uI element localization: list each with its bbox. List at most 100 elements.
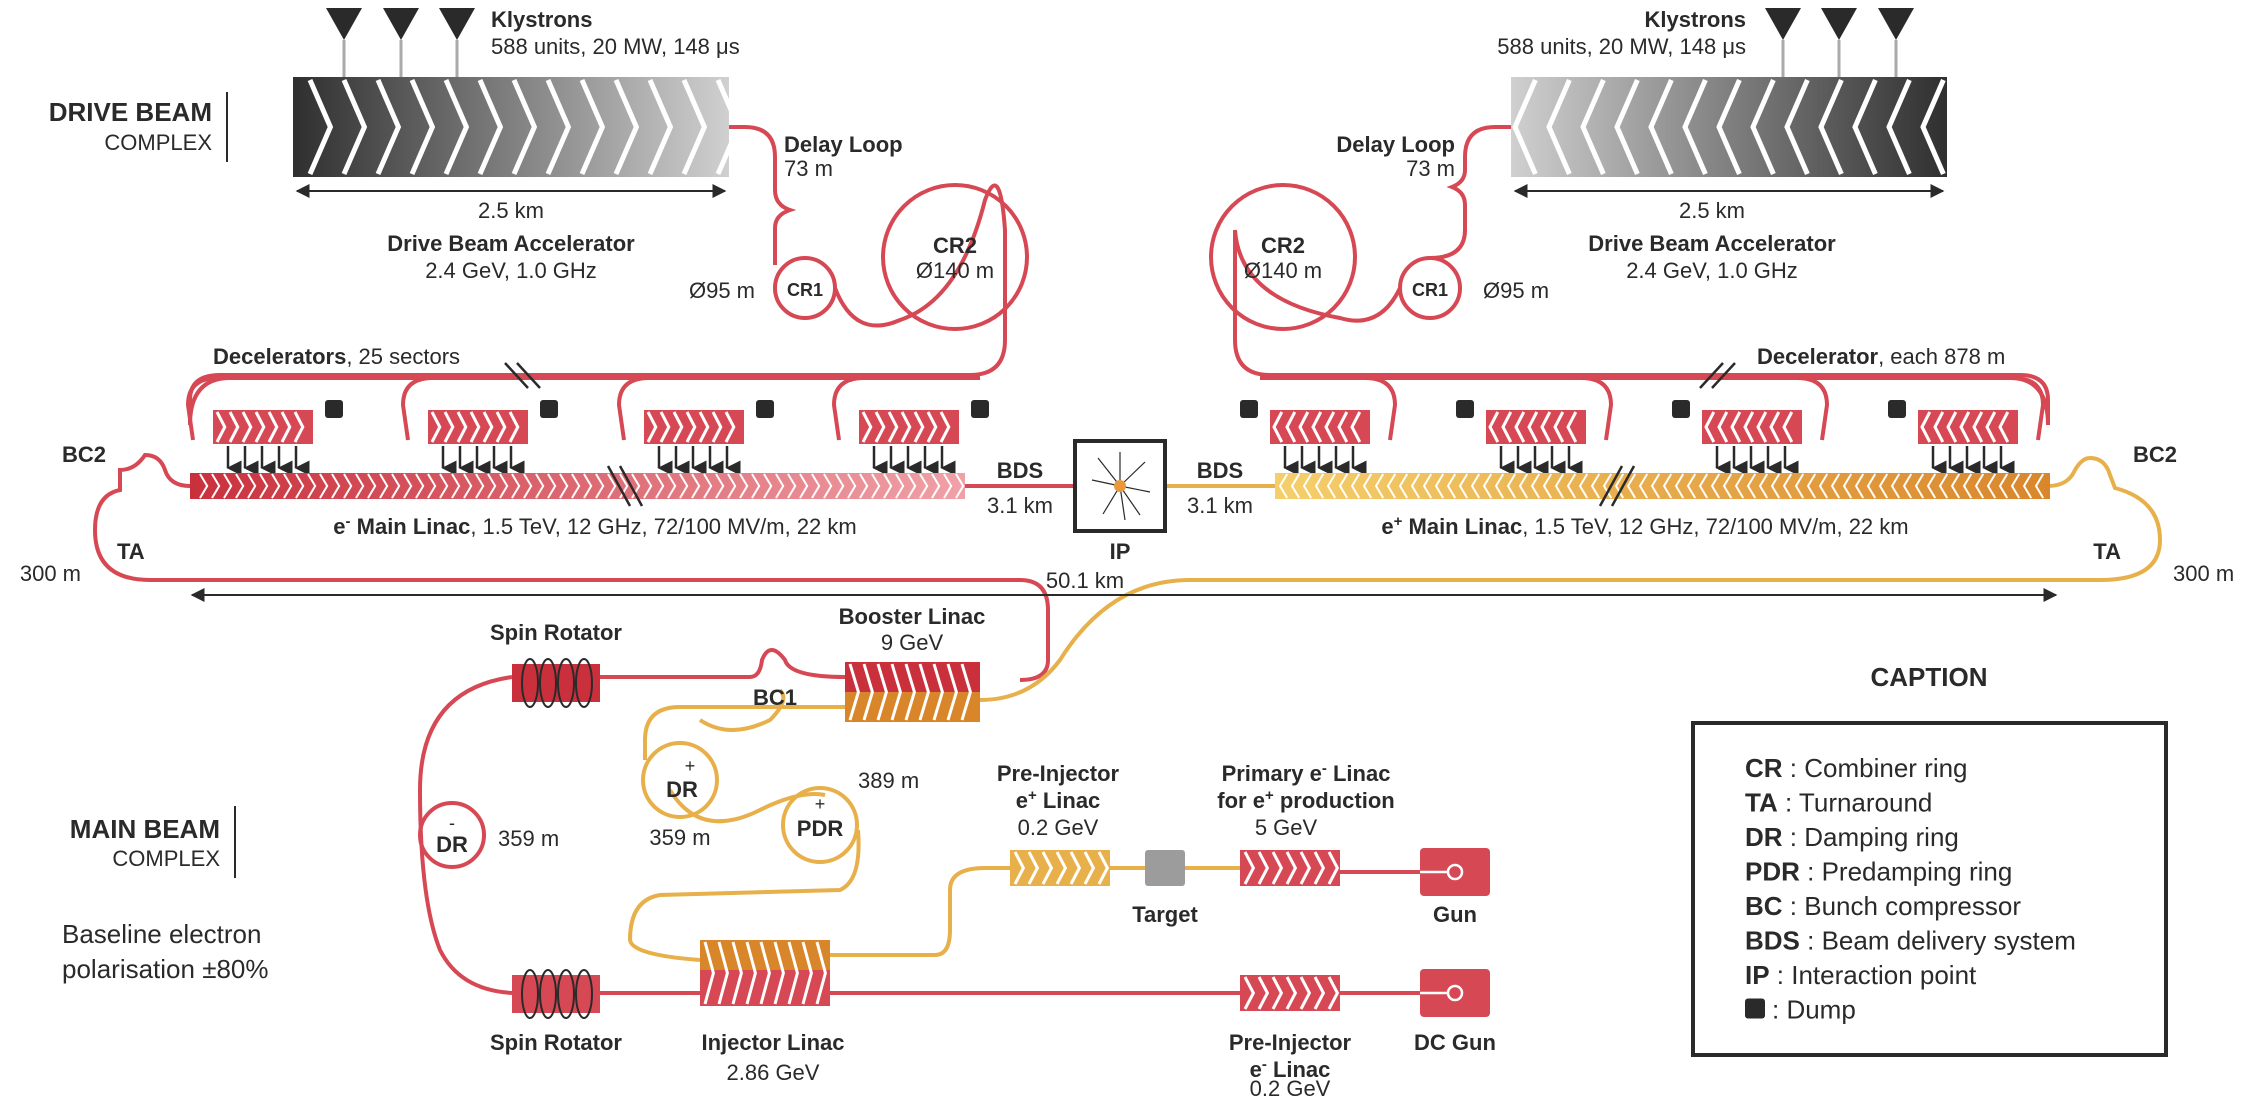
linac-chevron — [691, 473, 701, 499]
linac-chevron — [835, 473, 845, 499]
linac-chevron — [1097, 851, 1110, 885]
linac-chevron — [1938, 473, 1949, 499]
decelerator-unit — [1888, 376, 2046, 476]
linac-chevron — [223, 473, 233, 499]
decelerator-chevron — [1920, 411, 1932, 443]
bds-left-title: BDS — [997, 458, 1043, 483]
main-beam-section-subtitle: COMPLEX — [112, 846, 220, 871]
caption-abbr: PDR — [1745, 857, 1800, 887]
linac-chevron — [1302, 473, 1313, 499]
linac-chevron — [1422, 473, 1433, 499]
cr2-right-label: CR2 — [1261, 233, 1305, 258]
linac-chevron — [1794, 473, 1805, 499]
injector-linac-spec: 2.86 GeV — [727, 1060, 820, 1085]
linac-chevron — [1362, 473, 1373, 499]
decelerator-chevron — [646, 411, 658, 443]
decelerator-chevron — [887, 411, 899, 443]
klystron-icons-left — [326, 8, 475, 77]
drive-chevron — [307, 79, 334, 175]
pre-injector-positron-spec: 0.2 GeV — [1018, 815, 1099, 840]
linac-chevron — [703, 473, 713, 499]
linac-chevron — [247, 473, 257, 499]
linac-chevron — [1518, 473, 1529, 499]
decelerator-chevron — [1514, 411, 1526, 443]
linac-chevron — [1338, 473, 1349, 499]
drive-accelerator-body — [1511, 77, 1947, 177]
caption-item: CR : Combiner ring — [1745, 753, 1968, 783]
cr1-right-label: CR1 — [1412, 280, 1448, 300]
drive-beam-accelerator-right: Klystrons 588 units, 20 MW, 148 μs 2.5 k… — [1497, 7, 1947, 283]
decelerator-chevron — [1933, 411, 1945, 443]
linac-chevron — [2010, 473, 2021, 499]
decelerator-chevron — [1311, 411, 1323, 443]
dc-gun-label: DC Gun — [1414, 1030, 1496, 1055]
accelerator-left-title: Drive Beam Accelerator — [387, 231, 635, 256]
decelerator-chevron — [1985, 411, 1997, 443]
linac-chevron — [739, 473, 749, 499]
linac-chevron — [607, 473, 617, 499]
linac-chevron — [1313, 976, 1326, 1010]
linac-chevron — [918, 663, 930, 721]
decelerator-chevron — [913, 411, 925, 443]
drive-beam-section-title: DRIVE BEAM — [49, 97, 212, 127]
delay-loop-and-combiner-rings-left — [188, 125, 1029, 425]
drive-chevron — [1886, 79, 1912, 175]
dump-icon — [1240, 400, 1258, 418]
drive-chevron — [579, 79, 606, 175]
caption-abbr: CR — [1745, 753, 1783, 783]
decelerator-chevron — [430, 411, 442, 443]
accelerator-left-length: 2.5 km — [478, 198, 544, 223]
dump-icon — [540, 400, 558, 418]
cr1-right-diameter: Ø95 m — [1483, 278, 1549, 303]
drive-beam-transfer-right — [1233, 229, 2050, 425]
linac-chevron — [890, 663, 902, 721]
decelerator-chevron — [711, 411, 723, 443]
caption-text: : Beam delivery system — [1800, 926, 2076, 956]
linac-chevron — [1506, 473, 1517, 499]
linac-chevron — [499, 473, 509, 499]
cr2-right-diameter: Ø140 m — [1244, 258, 1322, 283]
klystrons-right-spec: 588 units, 20 MW, 148 μs — [1497, 34, 1746, 59]
drive-chevron — [545, 79, 572, 175]
decelerator-chevron — [215, 411, 227, 443]
decelerator-chevron — [241, 411, 253, 443]
decelerator-unit — [1240, 376, 1398, 476]
linac-chevron — [1027, 851, 1040, 885]
decelerator-chevron — [1946, 411, 1958, 443]
linac-chevron — [1314, 473, 1325, 499]
linac-chevron — [271, 473, 281, 499]
drive-chevron — [511, 79, 538, 175]
delay-loop-left-length: 73 m — [784, 156, 833, 181]
electron-dr-sup: - — [449, 813, 455, 833]
polarisation-line2: polarisation ±80% — [62, 954, 269, 984]
linac-chevron — [943, 473, 953, 499]
klystrons-right-title: Klystrons — [1645, 7, 1746, 32]
decelerator-chevron — [443, 411, 455, 443]
linac-chevron — [895, 473, 905, 499]
linac-chevron — [775, 473, 785, 499]
linac-chevron — [1566, 473, 1577, 499]
booster-linac-title: Booster Linac — [839, 604, 986, 629]
dump-icon — [756, 400, 774, 418]
decelerator-chevron — [1272, 411, 1284, 443]
linac-chevron — [1710, 473, 1721, 499]
linac-chevron — [751, 473, 761, 499]
drive-chevron — [1682, 79, 1708, 175]
decelerator-chevron — [1998, 411, 2010, 443]
decelerator-chevron — [1540, 411, 1552, 443]
linac-chevron — [759, 941, 771, 1005]
linac-chevron — [960, 663, 972, 721]
decelerator-chevron — [1324, 411, 1336, 443]
positron-dr-label: DR — [666, 777, 698, 802]
decelerator-chevron — [1717, 411, 1729, 443]
decelerator-unit — [831, 376, 989, 476]
decelerators-right-label: Decelerator, each 878 m — [1757, 344, 2005, 369]
linac-chevron — [871, 473, 881, 499]
injector-linac — [700, 940, 830, 1006]
linac-chevron — [1662, 473, 1673, 499]
linac-chevron — [259, 473, 269, 499]
linac-chevron — [571, 473, 581, 499]
predamping-ring — [781, 786, 859, 864]
decelerator-unit — [400, 376, 558, 476]
